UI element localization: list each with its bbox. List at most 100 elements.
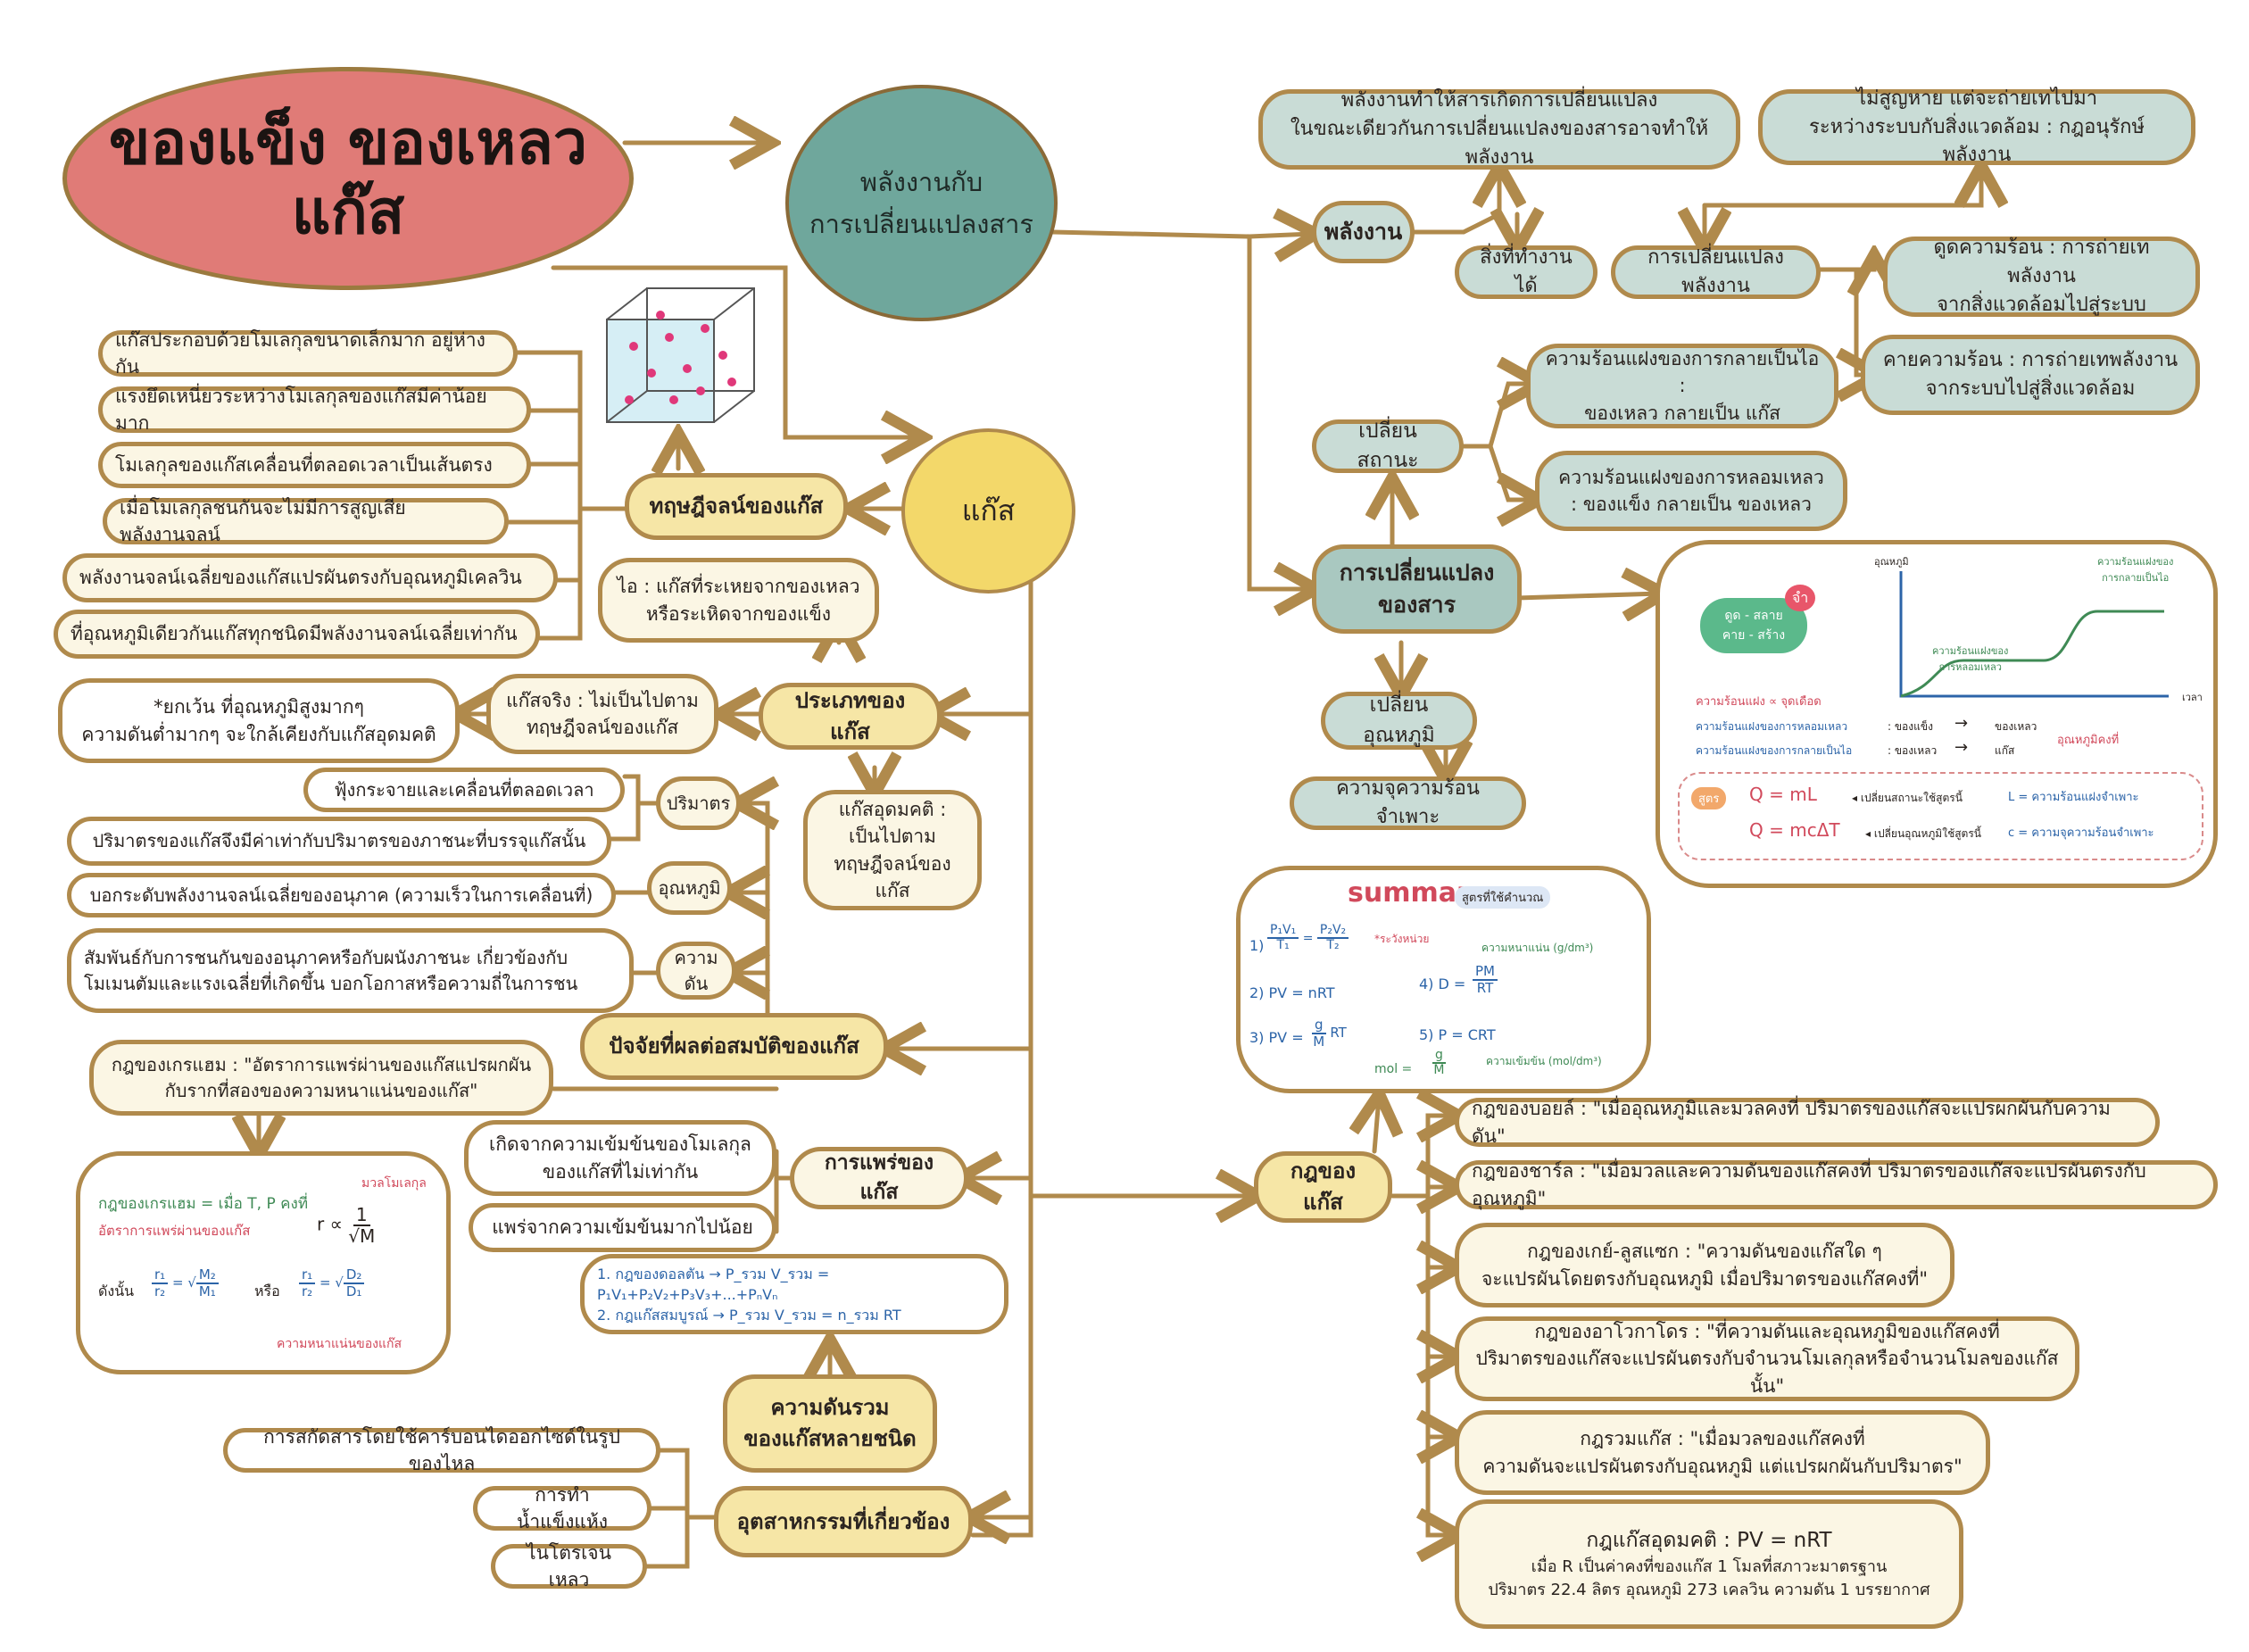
charles-law: กฎของชาร์ล : "เมื่อมวลและความดันของแก๊สค… bbox=[1455, 1160, 2218, 1209]
memo-tag: จำ bbox=[1785, 585, 1815, 611]
real-gas-note: *ยกเว้น ที่อุณหภูมิสูงมากๆ ความดันต่ำมาก… bbox=[58, 678, 460, 763]
energy-topic-label: พลังงานกับ การเปลี่ยนแปลงสาร bbox=[809, 167, 1033, 239]
heating-graph bbox=[1899, 571, 2169, 698]
graham-proportional: r ∝ 1√M bbox=[317, 1204, 376, 1247]
molar-mass-label: มวลโมเลกุล bbox=[361, 1176, 427, 1191]
eq3-label: 3) PV = bbox=[1249, 1029, 1304, 1046]
pressure-item: สัมพันธ์กับการชนกันของอนุภาคหรือกับผนังภ… bbox=[67, 928, 634, 1013]
graph-y-label: อุณหภูมิ bbox=[1874, 556, 1909, 568]
factors-node: ปัจจัยที่ผลต่อสมบัติของแก๊ส bbox=[580, 1013, 888, 1080]
industry-item-1: การสกัดสารโดยใช้คาร์บอนไดออกไซด์ในรูปของ… bbox=[223, 1426, 660, 1474]
volume-item-1: ฟุ้งกระจายและเคลื่อนที่ตลอดเวลา bbox=[303, 768, 625, 812]
memo-row2-label: ความร้อนแฝงของการกลายเป็นไอ bbox=[1696, 744, 1853, 757]
eq3-num: g bbox=[1312, 1017, 1326, 1034]
arrow-icon: → bbox=[1954, 738, 1969, 757]
eq3-den: M bbox=[1313, 1033, 1325, 1050]
kinetic-item-1: แก๊สประกอบด้วยโมเลกุลขนาดเล็กมาก อยู่ห่า… bbox=[98, 329, 518, 378]
specific-heat-node: ความจุความร้อนจำเพาะ bbox=[1290, 776, 1526, 830]
formula-specific: Q = mcΔT bbox=[1749, 819, 1840, 841]
gas-laws-node: กฎของแก๊ส bbox=[1254, 1151, 1392, 1223]
volume-item-2: ปริมาตรของแก๊สจึงมีค่าเท่ากับปริมาตรของภ… bbox=[67, 817, 611, 866]
energy-definition-1: พลังงานทำให้สารเกิดการเปลี่ยนแปลง ในขณะเ… bbox=[1258, 89, 1740, 170]
memo-row1-label: ความร้อนแฝงของการหลอมเหลว bbox=[1696, 720, 1848, 733]
latent-fusion-node: ความร้อนแฝงของการหลอมเหลว : ของแข็ง กลาย… bbox=[1535, 451, 1847, 531]
industry-node: อุตสาหกรรมที่เกี่ยวข้อง bbox=[714, 1486, 973, 1557]
page-title: ของแข็ง ของเหลว แก๊ส bbox=[108, 107, 588, 248]
memo-row1-from: : ของแข็ง bbox=[1888, 720, 1933, 733]
formula-specific-var: c = ความจุความร้อนจำเพาะ bbox=[2008, 826, 2154, 840]
ideal-gas-sum-law: 2. กฎแก๊สสมบูรณ์ → P_รวม V_รวม = n_รวม R… bbox=[597, 1307, 901, 1324]
pressure-node: ความดัน bbox=[656, 942, 736, 1000]
kinetic-theory-node: ทฤษฎีจลน์ของแก๊ส bbox=[625, 473, 848, 540]
formula-latent: Q = mL bbox=[1749, 784, 1817, 805]
industry-item-3: ไนโตรเจนเหลว bbox=[491, 1542, 647, 1590]
summary-subtitle: สูตรที่ใช้คำนวณ bbox=[1455, 886, 1551, 909]
graham-law-node: กฎของเกรแฮม : "อัตราการแพร่ผ่านของแก๊สแป… bbox=[89, 1040, 553, 1116]
latent-note: ความร้อนแฝง ∝ จุดเดือด bbox=[1696, 695, 1822, 709]
rate-label: อัตราการแพร่ผ่านของแก๊ส bbox=[98, 1223, 251, 1239]
formula-frame bbox=[1678, 772, 2203, 860]
gas-hub-label: แก๊ส bbox=[961, 494, 1016, 527]
phase-change-node: เปลี่ยนสถานะ bbox=[1312, 419, 1464, 473]
kinetic-item-5: พลังงานจลน์เฉลี่ยของแก๊สแปรผันตรงกับอุณห… bbox=[62, 553, 558, 602]
memo-row2-from: : ของเหลว bbox=[1888, 744, 1938, 757]
density-label: ความหนาแน่นของแก๊ส bbox=[277, 1337, 402, 1351]
so-label: ดังนั้น bbox=[98, 1283, 135, 1299]
eq3-tail: RT bbox=[1330, 1025, 1347, 1041]
eq5: 5) P = CRT bbox=[1419, 1026, 1496, 1043]
release-heat-node: คายความร้อน : การถ่ายเทพลังงาน จากระบบไป… bbox=[1861, 335, 2200, 415]
combined-gas-law: กฎรวมแก๊ส : "เมื่อมวลของแก๊สคงที่ ความดั… bbox=[1455, 1410, 1990, 1495]
gas-types-node: ประเภทของแก๊ส bbox=[759, 683, 942, 750]
mol-num: g bbox=[1432, 1048, 1446, 1065]
energy-topic-node: พลังงานกับ การเปลี่ยนแปลงสาร bbox=[785, 85, 1058, 321]
eq2: 2) PV = nRT bbox=[1249, 984, 1335, 1001]
boyle-law: กฎของบอยล์ : "เมื่ออุณหภูมิและมวลคงที่ ป… bbox=[1455, 1098, 2160, 1147]
gas-molecule-cube bbox=[606, 287, 755, 423]
arrow-icon: → bbox=[1954, 714, 1969, 733]
title-bubble: ของแข็ง ของเหลว แก๊ส bbox=[62, 67, 634, 290]
matter-change-node: การเปลี่ยนแปลง ของสาร bbox=[1312, 544, 1522, 634]
ideal-gas-law-line-2: ปริมาตร 22.4 ลิตร อุณหภูมิ 273 เคลวิน คว… bbox=[1488, 1581, 1930, 1600]
diffusion-cause-1: เกิดจากความเข้มข้นของโมเลกุล ของแก๊สที่ไ… bbox=[464, 1120, 776, 1196]
work-node: สิ่งที่ทำงานได้ bbox=[1455, 245, 1598, 299]
memo-row1-to: ของเหลว bbox=[1995, 720, 2037, 733]
kinetic-item-6: ที่อุณหภูมิเดียวกันแก๊สทุกชนิดมีพลังงานจ… bbox=[54, 610, 540, 659]
formula-tag: สูตร bbox=[1691, 787, 1727, 809]
graham-formula-panel: กฎของเกรแฮม = เมื่อ T, P คงที่ มวลโมเลกุ… bbox=[76, 1151, 451, 1374]
graph-fus-label: ความร้อนแฝงของ การหลอมเหลว bbox=[1932, 645, 2009, 673]
gas-hub-node: แก๊ส bbox=[901, 428, 1075, 594]
eq1-label: 1) bbox=[1249, 937, 1265, 954]
eq4-den: RT bbox=[1476, 979, 1494, 996]
diffusion-node: การแพร่ของแก๊ส bbox=[790, 1147, 968, 1209]
formula-specific-note: ◂ เปลี่ยนอุณหภูมิใช้สูตรนี้ bbox=[1865, 827, 1981, 840]
ideal-gas-law-title: กฎแก๊สอุดมคติ : PV = nRT bbox=[1586, 1528, 1832, 1552]
mol-den: M bbox=[1433, 1063, 1445, 1078]
latent-vapor-node: ความร้อนแฝงของการกลายเป็นไอ : ของเหลว กล… bbox=[1526, 344, 1838, 428]
eq4-label: 4) D = bbox=[1419, 975, 1466, 992]
temperature-node: อุณหภูมิ bbox=[647, 861, 732, 915]
ideal-gas-law: กฎแก๊สอุดมคติ : PV = nRT เมื่อ R เป็นค่า… bbox=[1455, 1499, 1963, 1629]
temperature-item: บอกระดับพลังงานจลน์เฉลี่ยของอนุภาค (ความ… bbox=[67, 873, 616, 917]
memo-row2-to: แก๊ส bbox=[1995, 744, 2015, 757]
unit-warning: *ระวังหน่วย bbox=[1374, 933, 1430, 945]
energy-node: พลังงาน bbox=[1312, 201, 1415, 263]
absorb-heat-node: ดูดความร้อน : การถ่ายเทพลังงาน จากสิ่งแว… bbox=[1883, 237, 2200, 317]
memo-panel: ดูด - สลาย คาย - สร้าง จำ อุณหภูมิ เวลา … bbox=[1656, 540, 2218, 888]
real-gas-node: แก๊สจริง : ไม่เป็นไปตาม ทฤษฎีจลน์ของแก๊ส bbox=[486, 674, 718, 754]
temperature-change-node: เปลี่ยนอุณหภูมิ bbox=[1321, 692, 1477, 750]
mol-label: mol = bbox=[1374, 1062, 1413, 1076]
gaylussac-law: กฎของเกย์-ลูสแซก : "ความดันของแก๊สใด ๆ จ… bbox=[1455, 1223, 1954, 1307]
ideal-gas-law-line-1: เมื่อ R เป็นค่าคงที่ของแก๊ส 1 โมลที่สภาว… bbox=[1531, 1557, 1888, 1577]
volume-node: ปริมาตร bbox=[656, 776, 741, 830]
ideal-gas-node: แก๊สอุดมคติ : เป็นไปตาม ทฤษฎีจลน์ของแก๊ส bbox=[803, 790, 982, 910]
formula-latent-note: ◂ เปลี่ยนสถานะใช้สูตรนี้ bbox=[1852, 792, 1963, 804]
energy-change-node: การเปลี่ยนแปลงพลังงาน bbox=[1611, 245, 1821, 299]
